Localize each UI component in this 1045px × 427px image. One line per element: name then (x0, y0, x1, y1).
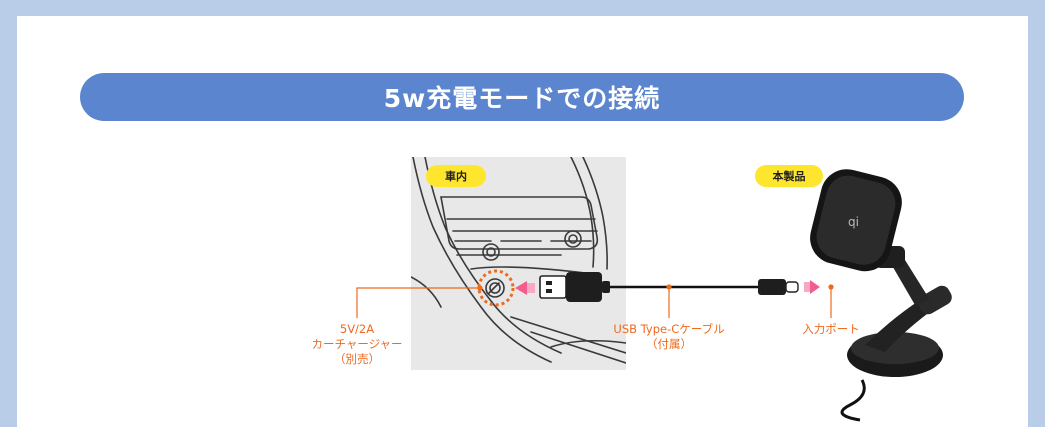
car-dashboard-drawing (411, 157, 626, 364)
charger-callout-line (356, 287, 480, 318)
product-badge-label: 本製品 (772, 170, 806, 183)
product-badge: 本製品 (755, 165, 823, 187)
port-label-text: 入力ポート (802, 322, 860, 336)
cable-label: USB Type-Cケーブル （付属） (594, 322, 744, 352)
socket-arrow-icon (515, 281, 527, 295)
port-label: 入力ポート (790, 322, 872, 337)
car-badge: 車内 (426, 165, 486, 187)
product-illustration: qi (810, 169, 952, 422)
car-badge-label: 車内 (445, 170, 467, 183)
usb-a-housing (566, 272, 602, 302)
port-arrow-icon (810, 280, 820, 294)
socket-highlight (477, 269, 515, 307)
charger-label-line1: 5V/2A (339, 322, 375, 336)
port-arrow-tail (804, 282, 810, 292)
socket-arrow-tail (527, 283, 535, 293)
usb-c-plug-icon (758, 279, 786, 295)
car-interior-illustration: 車内 (411, 157, 626, 370)
title-banner: 5w充電モードでの接続 (80, 73, 964, 121)
charger-label: 5V/2A カーチャージャー （別売） (300, 322, 414, 367)
cable-label-line1: USB Type-Cケーブル (613, 322, 725, 336)
charger-label-line3: （別売） (334, 352, 380, 366)
page-title: 5w充電モードでの接続 (383, 84, 661, 113)
qi-logo-icon: qi (848, 215, 859, 229)
cable-label-line2: （付属） (646, 337, 692, 351)
usb-a-plug-icon (539, 275, 567, 299)
charger-label-line2: カーチャージャー (311, 337, 403, 351)
